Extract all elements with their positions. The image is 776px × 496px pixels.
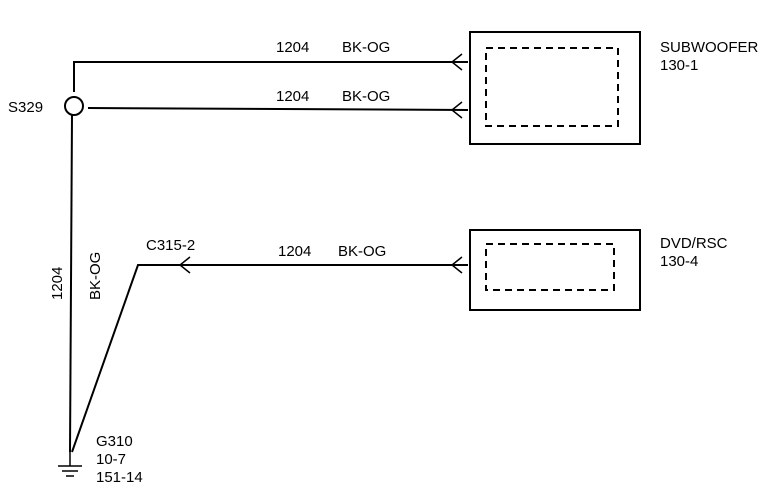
arrow-subwoofer-top xyxy=(450,53,463,71)
wire-subwoofer-top-color: BK-OG xyxy=(342,39,390,56)
connector-c315-2-symbol xyxy=(178,256,191,274)
splice-s329-symbol xyxy=(64,96,84,116)
wire-dvd-circuit: 1204 xyxy=(278,243,311,260)
dvd-rsc-ref: 130-4 xyxy=(660,253,698,270)
dvd-rsc-internal-outline xyxy=(485,243,615,291)
splice-s329-label: S329 xyxy=(8,99,43,116)
arrow-dvd xyxy=(450,256,463,274)
connector-c315-2-label: C315-2 xyxy=(146,237,195,254)
ground-g310-ref-2: 151-14 xyxy=(96,469,143,486)
wire-dvd-to-ground xyxy=(71,264,468,453)
wire-subwoofer-bottom-color: BK-OG xyxy=(342,88,390,105)
dvd-rsc-component-box xyxy=(469,229,641,311)
ground-g310-ref-1: 10-7 xyxy=(96,451,126,468)
wire-subwoofer-top-circuit: 1204 xyxy=(276,39,309,56)
subwoofer-ref: 130-1 xyxy=(660,57,698,74)
wire-subwoofer-top xyxy=(73,61,468,92)
subwoofer-component-box xyxy=(469,31,641,145)
wire-dvd-color: BK-OG xyxy=(338,243,386,260)
wire-subwoofer-bottom-circuit: 1204 xyxy=(276,88,309,105)
subwoofer-name: SUBWOOFER xyxy=(660,39,759,56)
subwoofer-internal-outline xyxy=(485,47,619,127)
ground-g310-label: G310 xyxy=(96,433,133,450)
ground-icon xyxy=(58,452,82,477)
arrow-subwoofer-bottom xyxy=(450,101,463,119)
wire-vertical-to-ground xyxy=(69,114,73,453)
dvd-rsc-name: DVD/RSC xyxy=(660,235,728,252)
wire-subwoofer-bottom xyxy=(87,107,469,111)
wire-vertical-circuit: 1204 xyxy=(49,267,66,300)
wire-vertical-color: BK-OG xyxy=(87,252,104,300)
